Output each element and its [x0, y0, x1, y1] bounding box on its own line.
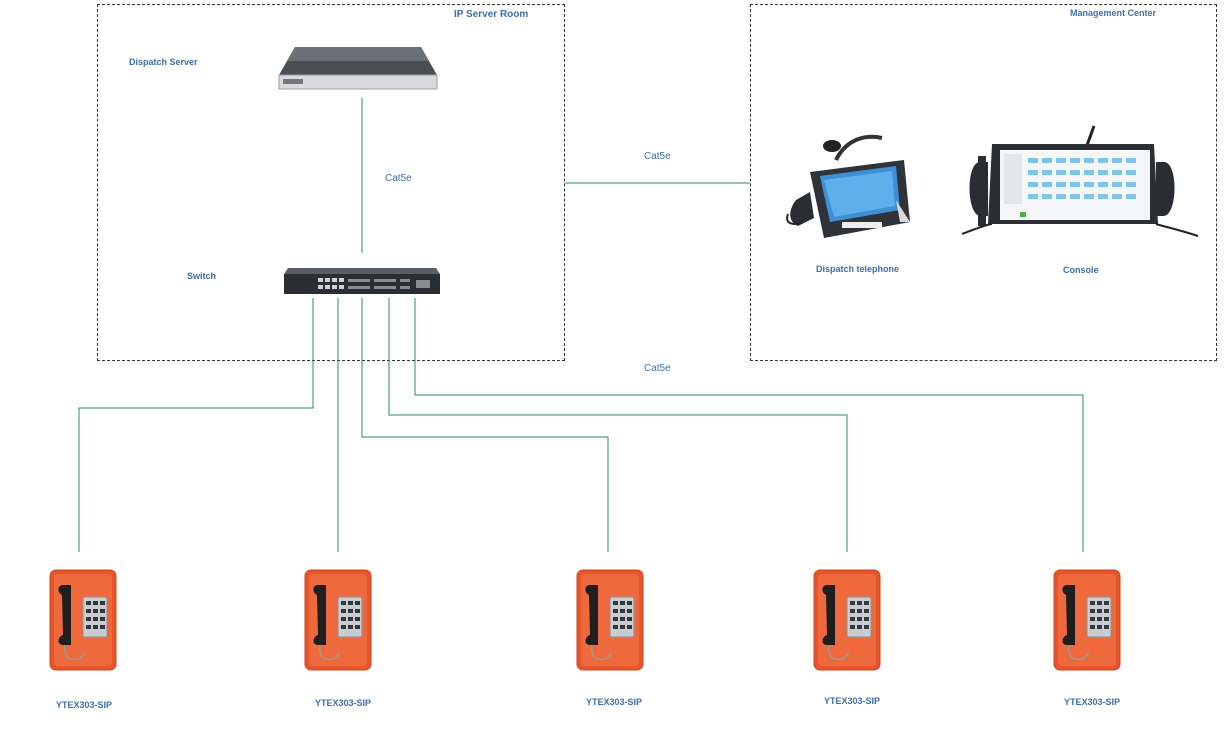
emergency-phone-icon [304, 569, 372, 676]
phone-model-label: YTEX303-SIP [586, 697, 643, 707]
emergency-phone-icon [813, 569, 881, 676]
wire-phone-4 [388, 298, 848, 552]
ip-server-room-zone [97, 4, 565, 361]
emergency-phone-icon [49, 569, 117, 676]
dispatch-telephone-label: Dispatch telephone [816, 264, 900, 274]
cable-label-server-switch: Cat5e [385, 173, 412, 184]
management-center-title: Management Center [1070, 8, 1157, 18]
console-label: Console [1063, 265, 1099, 275]
phone-model-label: YTEX303-SIP [1064, 697, 1121, 707]
server-room-title: IP Server Room [454, 9, 529, 20]
dispatch-server-label: Dispatch Server [129, 57, 198, 67]
phone-model-label: YTEX303-SIP [56, 700, 113, 710]
wire-phone-1 [78, 298, 314, 552]
phone-model-label: YTEX303-SIP [824, 696, 881, 706]
network-switch-icon [282, 266, 442, 303]
emergency-phone-icon [576, 569, 644, 676]
dispatch-console-icon [958, 124, 1202, 249]
switch-label: Switch [187, 271, 217, 281]
cable-label-switch-phones: Cat5e [644, 363, 671, 374]
wire-phone-3 [361, 298, 609, 552]
dispatch-telephone-icon [784, 130, 914, 247]
management-center-zone [750, 4, 1217, 361]
cable-label-room-center: Cat5e [644, 151, 671, 162]
dispatch-server-icon [277, 45, 439, 98]
emergency-phone-icon [1053, 569, 1121, 676]
phone-model-label: YTEX303-SIP [315, 698, 372, 708]
wire-phone-5 [414, 298, 1084, 552]
